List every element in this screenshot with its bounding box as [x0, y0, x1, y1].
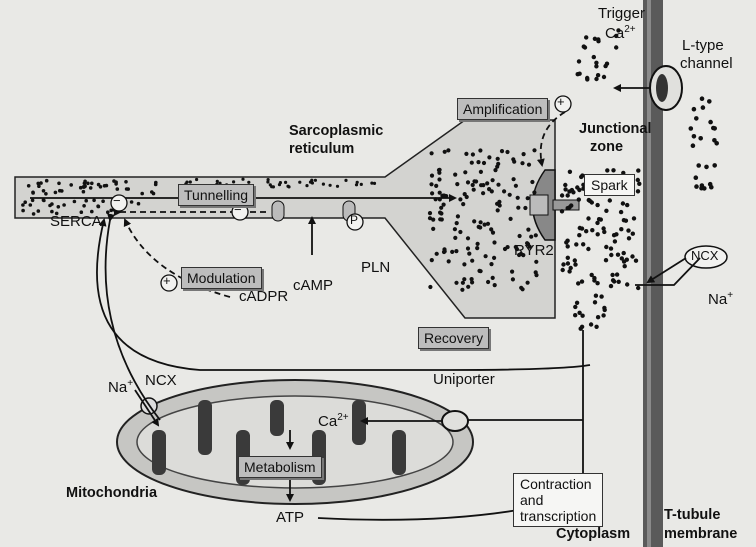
ncx-left-label: NCX — [145, 373, 177, 390]
t-tubule-label-1: T-tubule — [664, 508, 720, 524]
ca-superscript: 2+ — [337, 412, 348, 423]
p-sign-pln: P — [350, 214, 358, 227]
na-text: Na — [108, 379, 127, 396]
ca-trigger-label: Ca2+ — [605, 24, 636, 43]
minus-sign-serca: − — [113, 194, 121, 208]
sr-label-1: Sarcoplasmic — [289, 124, 383, 140]
tunnelling-box: Tunnelling — [178, 184, 254, 206]
ca-mito-label: Ca2+ — [318, 412, 349, 431]
t-tubule-label-2: membrane — [664, 527, 737, 543]
ryr2-label: RYR2 — [514, 243, 554, 260]
serca-label: SERCA — [50, 214, 102, 231]
trigger-label: Trigger — [598, 6, 645, 23]
mitochondria-label: Mitochondria — [66, 486, 157, 502]
spark-box: Spark — [584, 174, 635, 196]
ncx-right-label: NCX — [691, 249, 718, 263]
l-type-label-1: L-type — [682, 38, 724, 55]
na-superscript: + — [727, 290, 733, 301]
modulation-box: Modulation — [181, 267, 262, 289]
recovery-box: Recovery — [418, 327, 489, 349]
uniporter-label: Uniporter — [433, 372, 495, 389]
na-text: Na — [708, 291, 727, 308]
pump-oval — [272, 201, 284, 221]
l-type-label-2: channel — [680, 56, 733, 73]
junctional-label-2: zone — [590, 140, 623, 156]
atp-label: ATP — [276, 510, 304, 527]
metabolism-box: Metabolism — [238, 456, 322, 478]
ca-text: Ca — [318, 413, 337, 430]
contraction-line-1: Contraction — [520, 476, 596, 492]
na-left-label: Na+ — [108, 378, 133, 397]
ca-superscript: 2+ — [624, 24, 635, 35]
atp-to-contraction — [318, 505, 545, 520]
cytoplasm-label: Cytoplasm — [556, 527, 630, 543]
plus-sign-amplification: + — [557, 95, 565, 109]
plus-sign-cadpr: + — [163, 274, 171, 288]
camp-label: cAMP — [293, 278, 333, 295]
na-superscript: + — [127, 378, 133, 389]
na-right-label: Na+ — [708, 290, 733, 309]
contraction-line-2: and — [520, 492, 596, 508]
sr-label-2: reticulum — [289, 142, 354, 158]
contraction-line-3: transcription — [520, 508, 596, 524]
junctional-label-1: Junctional — [579, 122, 652, 138]
amplification-box: Amplification — [457, 98, 548, 120]
cadpr-label: cADPR — [239, 289, 288, 306]
pln-label: PLN — [361, 260, 390, 277]
contraction-box: Contraction and transcription — [513, 473, 603, 527]
uniporter-channel — [442, 411, 468, 431]
ca-text: Ca — [605, 25, 624, 42]
